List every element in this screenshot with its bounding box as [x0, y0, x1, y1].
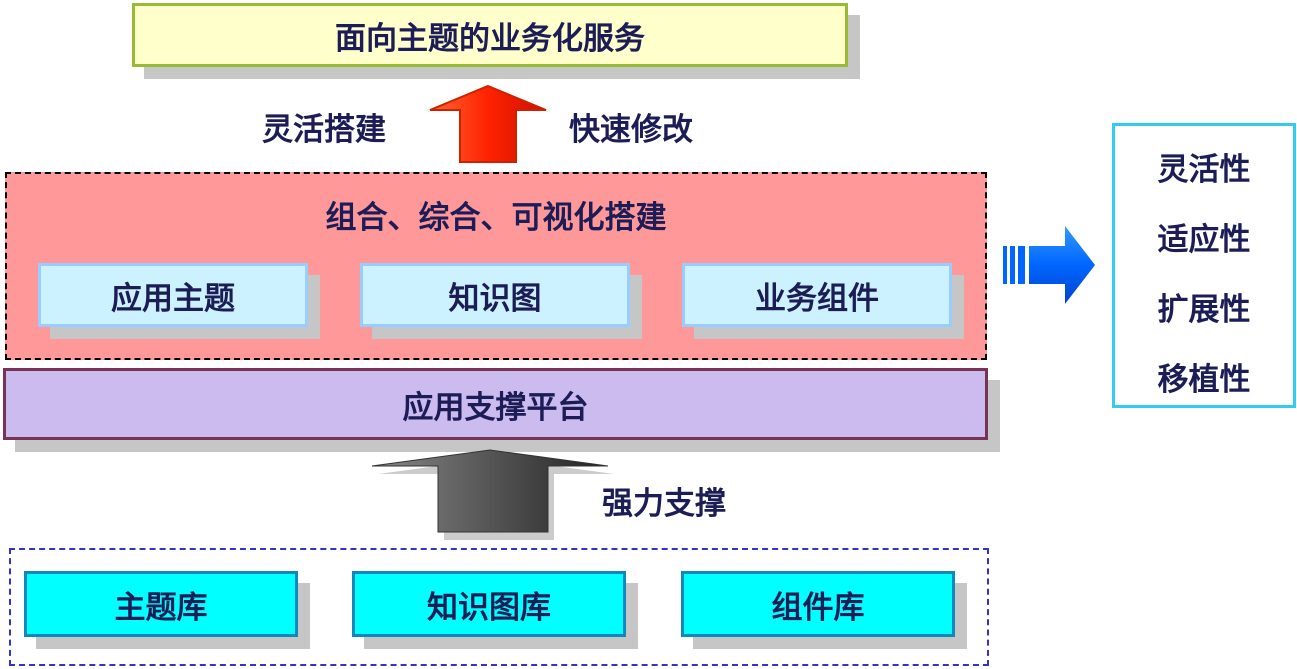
property-extensibility: 扩展性: [1157, 292, 1251, 328]
business-component-label: 业务组件: [755, 280, 879, 317]
properties-box: 灵活性 适应性 扩展性 移植性: [1112, 123, 1296, 408]
graph-library-label: 知识图库: [427, 589, 551, 626]
theme-library-label: 主题库: [114, 589, 208, 626]
composition-title: 组合、综合、可视化搭建: [325, 199, 667, 236]
up-arrow-icon: [429, 84, 547, 163]
app-theme-label: 应用主题: [111, 280, 235, 317]
right-arrow-icon: [1003, 226, 1095, 304]
app-theme-box: 应用主题: [38, 263, 308, 327]
support-label: 强力支撑: [602, 486, 726, 522]
knowledge-graph-label: 知识图: [448, 280, 542, 317]
knowledge-graph-box: 知识图: [360, 263, 630, 327]
property-flexibility: 灵活性: [1157, 152, 1251, 188]
theme-library-box: 主题库: [24, 571, 298, 637]
property-portability: 移植性: [1157, 362, 1251, 398]
top-service-box: 面向主题的业务化服务: [132, 3, 848, 67]
platform-label: 应用支撑平台: [402, 389, 589, 426]
label-quick-modify: 快速修改: [569, 112, 693, 148]
property-adaptability: 适应性: [1157, 222, 1251, 258]
business-component-box: 业务组件: [682, 263, 952, 327]
component-library-label: 组件库: [771, 589, 865, 626]
label-flexible-build: 灵活搭建: [262, 112, 386, 148]
graph-library-box: 知识图库: [352, 571, 626, 637]
component-library-box: 组件库: [681, 571, 955, 637]
support-arrow-icon: [371, 449, 614, 540]
top-service-label: 面向主题的业务化服务: [335, 20, 645, 57]
platform-box: 应用支撑平台: [3, 368, 988, 440]
